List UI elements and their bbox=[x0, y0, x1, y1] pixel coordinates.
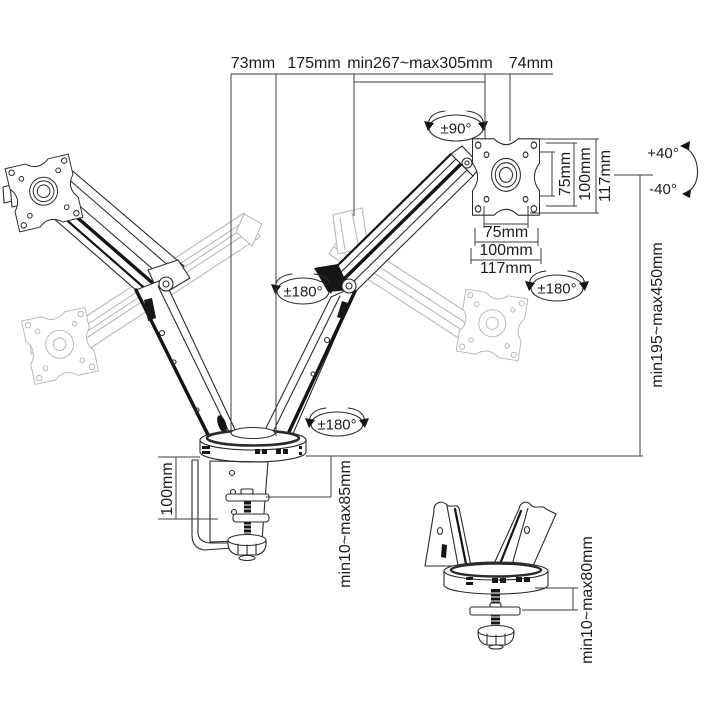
dim-top-74mm: 74mm bbox=[509, 55, 553, 72]
base-swivel-label: ±180° bbox=[317, 417, 356, 434]
grommet-plate bbox=[469, 606, 521, 616]
dim-vesa-w75: 75mm bbox=[484, 224, 528, 241]
dim-vesa-h100: 100mm bbox=[577, 147, 594, 200]
rotation-badge-base-swivel: ±180° bbox=[305, 407, 369, 437]
right-vesa-plate-ghost bbox=[455, 288, 529, 362]
rotation-badge-head-pan: ±90° bbox=[424, 110, 488, 142]
dim-vesa-w100: 100mm bbox=[479, 242, 532, 259]
left-vesa-plate bbox=[4, 153, 84, 233]
tilt-down-label: -40° bbox=[649, 181, 677, 198]
grommet-mount-detail: min10~max80mm bbox=[424, 501, 596, 664]
left-vesa-plate-ghost bbox=[21, 307, 99, 385]
dim-height-range: min195~max450mm bbox=[649, 242, 666, 387]
rotating-base bbox=[199, 426, 307, 463]
rotation-badge-plate-rotation: ±180° bbox=[525, 270, 589, 302]
dim-clamp-range: min10~max85mm bbox=[337, 460, 354, 588]
clamp-pad-lower bbox=[232, 513, 270, 523]
grommet-knob bbox=[477, 624, 515, 650]
dimension-annotations: 73mm 175mm min267~max305mm 74mm min195~m… bbox=[158, 55, 666, 588]
dim-vesa-h117: 117mm bbox=[597, 150, 614, 202]
dim-top-175mm: 175mm bbox=[287, 55, 340, 72]
tilt-up-label: +40° bbox=[647, 145, 678, 162]
dim-vesa-w117: 117mm bbox=[480, 260, 532, 277]
desk-clamp bbox=[191, 459, 270, 562]
vesa-plate-detail bbox=[471, 138, 541, 216]
dim-top-73mm: 73mm bbox=[231, 55, 275, 72]
tilt-angle-annotation: +40° -40° bbox=[647, 141, 699, 198]
clamp-pad-upper bbox=[225, 493, 270, 502]
clamp-knob bbox=[227, 533, 267, 562]
dim-grommet-range: min10~max80mm bbox=[579, 536, 596, 664]
left-monitor-arm bbox=[2, 153, 239, 437]
arm-swivel-label: ±180° bbox=[283, 284, 322, 301]
head-pan-label: ±90° bbox=[441, 121, 472, 138]
right-monitor-arm bbox=[261, 145, 482, 437]
dim-vesa-h75: 75mm bbox=[557, 152, 574, 196]
dim-top-extension: min267~max305mm bbox=[347, 55, 492, 72]
dim-clamp-base-height: 100mm bbox=[159, 462, 176, 515]
tilt-arc-arrow bbox=[682, 146, 699, 194]
right-vesa-plate bbox=[471, 138, 541, 216]
plate-rotation-label: ±180° bbox=[537, 281, 576, 298]
